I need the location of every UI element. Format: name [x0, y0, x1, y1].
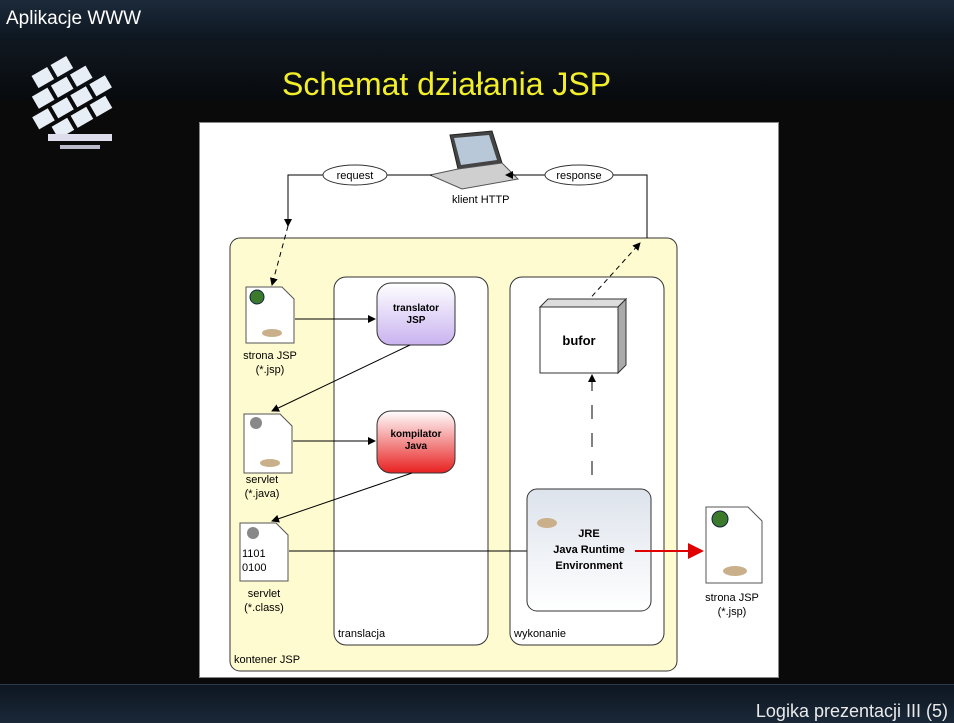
execution-label: wykonanie [513, 628, 566, 640]
top-bar: Aplikacje WWW [0, 0, 954, 41]
translator-box [376, 282, 456, 346]
client-label: klient HTTP [452, 194, 509, 206]
compiler-box [376, 410, 456, 474]
request-badge [322, 164, 388, 186]
servlet-class-icon [239, 522, 289, 582]
response-badge [544, 164, 614, 186]
footer-text: Logika prezentacji III (5) [755, 701, 948, 721]
response-label: response [556, 170, 601, 182]
jsp-file-icon [245, 286, 295, 344]
jsp-page-ext: (*.jsp) [256, 364, 285, 376]
container-label: kontener JSP [234, 654, 300, 666]
jsp-diagram: kontener JSP translacja wykonanie klient… [229, 130, 763, 672]
translator-label-1: translator [393, 303, 439, 314]
compiler-label-2: Java [405, 441, 428, 452]
servlet-java-ext: (*.java) [245, 488, 280, 500]
buffer-label: bufor [562, 333, 595, 348]
laptop-icon [428, 130, 520, 190]
output-page-label: strona JSP [705, 592, 759, 604]
jre-label-1: JRE [578, 528, 599, 540]
servlet-class-label: servlet [248, 588, 280, 600]
compiler-label-1: kompilator [390, 429, 441, 440]
slide-title: Schemat działania JSP [282, 66, 612, 102]
request-label: request [337, 170, 374, 182]
translator-label-2: JSP [407, 315, 426, 326]
title-band [0, 40, 954, 100]
university-logo [31, 56, 113, 149]
binary-line-2: 0100 [242, 562, 266, 574]
bottom-bar [0, 684, 954, 723]
app-title: Aplikacje WWW [6, 8, 142, 29]
jsp-page-label: strona JSP [243, 350, 297, 362]
servlet-java-icon [243, 413, 293, 474]
output-page-ext: (*.jsp) [718, 606, 747, 618]
jre-label-2: Java Runtime [553, 544, 625, 556]
translation-label: translacja [338, 628, 386, 640]
binary-line-1: 1101 [242, 548, 266, 560]
output-jsp-icon [705, 506, 763, 584]
servlet-java-label: servlet [246, 474, 278, 486]
buffer-box [538, 297, 628, 375]
diagram-panel: kontener JSP translacja wykonanie klient… [199, 122, 779, 678]
jre-label-3: Environment [555, 560, 623, 572]
servlet-class-ext: (*.class) [244, 602, 284, 614]
java-cup-icon [537, 518, 557, 528]
